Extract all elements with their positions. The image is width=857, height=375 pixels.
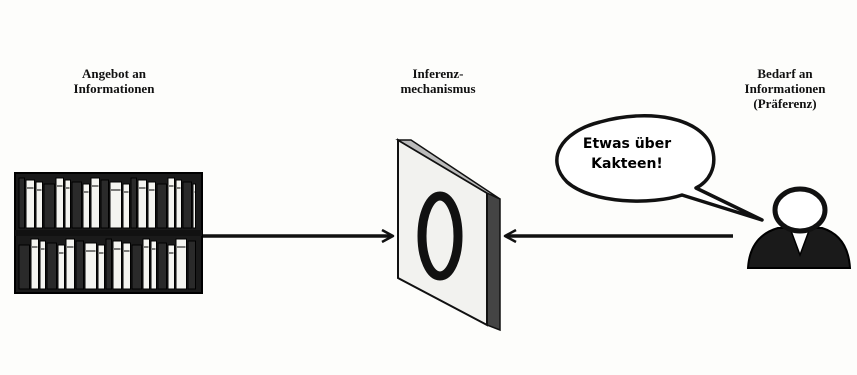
book-spine bbox=[109, 181, 122, 229]
book-spine bbox=[75, 240, 84, 290]
book-spine bbox=[156, 183, 167, 229]
bookshelf-icon bbox=[14, 172, 203, 294]
book-spine bbox=[100, 179, 109, 229]
book-spine bbox=[18, 177, 25, 229]
book-spine bbox=[187, 240, 196, 290]
supply-label: Angebot an Informationen bbox=[73, 66, 155, 96]
book-spine bbox=[142, 238, 150, 290]
book-spine bbox=[175, 179, 182, 229]
book-spine bbox=[57, 244, 65, 290]
book-spine bbox=[25, 179, 35, 229]
book-spine bbox=[18, 244, 30, 290]
book-spine bbox=[122, 242, 131, 290]
book-spine bbox=[122, 183, 130, 229]
book-spine bbox=[131, 244, 142, 290]
book-spine bbox=[90, 177, 100, 229]
book-spine bbox=[137, 179, 147, 229]
speech-bubble-text: Etwas über Kakteen! bbox=[582, 136, 672, 172]
book-spine bbox=[157, 242, 167, 290]
book-spine bbox=[130, 177, 137, 229]
filter-screen-icon bbox=[395, 138, 501, 332]
book-spine bbox=[97, 244, 105, 290]
book-spine bbox=[35, 181, 43, 229]
book-spine bbox=[105, 238, 112, 290]
book-spine bbox=[84, 242, 97, 290]
book-spine bbox=[55, 177, 64, 229]
book-spine bbox=[82, 183, 90, 229]
book-spine bbox=[175, 238, 187, 290]
book-spine bbox=[65, 238, 75, 290]
book-spine bbox=[167, 244, 175, 290]
book-spine bbox=[182, 181, 192, 229]
book-spine bbox=[147, 181, 156, 229]
book-spine bbox=[150, 240, 157, 290]
inference-label: Inferenz- mechanismus bbox=[400, 66, 476, 96]
book-spine bbox=[43, 183, 55, 229]
book-spine bbox=[39, 240, 46, 290]
book-spine bbox=[112, 240, 122, 290]
book-spine bbox=[192, 183, 196, 229]
person-icon bbox=[746, 186, 852, 269]
book-spine bbox=[46, 242, 57, 290]
demand-label: Bedarf an Informationen (Präferenz) bbox=[744, 66, 826, 111]
book-spine bbox=[167, 177, 175, 229]
book-spine bbox=[64, 179, 71, 229]
speech-bubble-icon bbox=[555, 114, 764, 222]
book-spine bbox=[71, 181, 82, 229]
book-spine bbox=[30, 238, 39, 290]
